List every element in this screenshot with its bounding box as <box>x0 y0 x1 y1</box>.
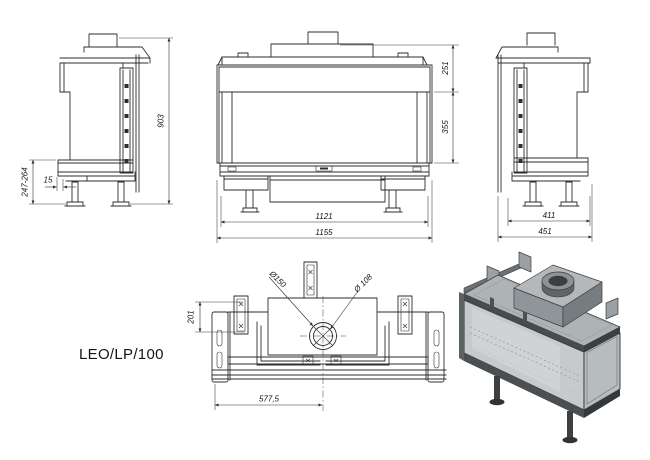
leader-flue-inner <box>330 290 359 330</box>
top-view-left-plate <box>211 311 229 383</box>
dim-inner-width: 1121 <box>315 212 332 221</box>
right-view-extension-lines <box>497 184 593 242</box>
top-plan-view: 201 Ø150 Ø 108 577,5 <box>187 261 447 411</box>
iso-deck-posts <box>490 297 527 322</box>
top-view-left-slot-2 <box>216 351 223 369</box>
iso-burner-strip <box>469 326 581 383</box>
right-view-hinge-dots <box>518 84 523 163</box>
top-view-right-plate <box>427 311 445 383</box>
iso-3d-view <box>459 251 621 444</box>
dim-overall-depth: 451 <box>538 227 551 236</box>
left-view-hinge-dots <box>124 84 129 163</box>
dim-top-height: 251 <box>441 61 450 75</box>
left-view-outline <box>57 33 151 207</box>
top-view-extension-lines <box>195 301 245 410</box>
dim-glass-inset: 15 <box>44 176 53 185</box>
iso-end-glass-inset <box>586 336 618 405</box>
iso-glass-reflection <box>472 308 560 392</box>
top-view-outline <box>211 297 447 381</box>
dim-overall-height: 903 <box>157 114 166 128</box>
dim-flue-center: 577,5 <box>259 395 280 404</box>
iso-perforation-row <box>469 344 581 396</box>
top-view-right-slot-2 <box>433 351 440 369</box>
iso-front-frame-band <box>464 294 584 352</box>
iso-end-frame-band <box>584 327 620 352</box>
front-view-outline <box>216 31 433 213</box>
right-view-outline <box>495 32 591 207</box>
top-view-right-slot-1 <box>433 329 440 347</box>
iso-base-band-front <box>464 353 584 418</box>
leader-flue-outer <box>268 276 314 327</box>
dim-glass-height: 355 <box>441 120 450 134</box>
dim-flue-inner: Ø 108 <box>352 272 375 295</box>
left-side-view: 903 247-264 15 <box>21 33 173 207</box>
dim-inner-depth: 411 <box>543 211 556 220</box>
front-view: 251 355 1121 1155 <box>216 31 459 243</box>
iso-base-band-end <box>584 389 620 418</box>
top-view-left-slot-1 <box>216 329 223 347</box>
dim-overall-width: 1155 <box>315 228 333 237</box>
top-view-bracket-columns <box>233 261 413 366</box>
iso-legs <box>489 376 578 444</box>
front-view-extension-lines <box>216 44 459 243</box>
flue-centerlines <box>300 296 346 411</box>
left-view-extension-lines <box>29 37 173 205</box>
dim-base-height: 247-264 <box>21 167 30 198</box>
front-view-clips <box>227 165 422 172</box>
dim-rear-offset: 201 <box>187 310 196 324</box>
iso-flue-hole <box>548 275 568 287</box>
model-label: LEO/LP/100 <box>79 346 164 363</box>
iso-left-edge <box>459 292 464 361</box>
right-side-view: 411 451 <box>495 32 593 242</box>
